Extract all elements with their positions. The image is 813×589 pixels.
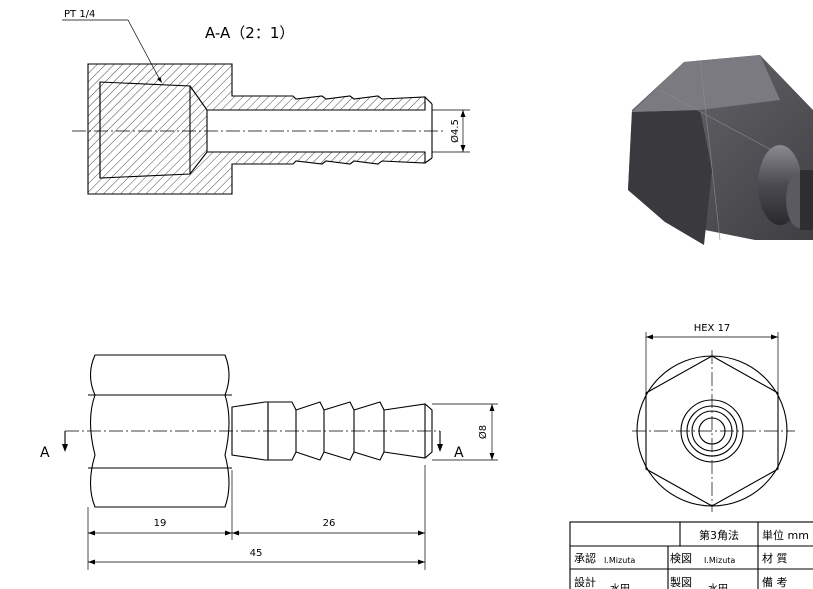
front-view: A A Ø8 19 26 45 — [40, 354, 498, 570]
approved-label: 承認 — [574, 551, 596, 565]
inner-diameter-label: Ø4.5 — [449, 119, 461, 143]
render-grid-line — [699, 59, 721, 241]
dim-arrows — [489, 404, 495, 460]
barb-tip — [383, 403, 433, 459]
render-hex-side — [628, 110, 712, 245]
design-label: 設計 — [574, 575, 596, 589]
render-hex-top — [632, 55, 780, 112]
thread-leader-line — [127, 19, 161, 81]
outer-diameter-label: Ø8 — [477, 425, 489, 439]
section-view: Ø4.5 PT 1/4 A-A（2：1） — [62, 9, 470, 195]
render-barb-shaft — [800, 170, 813, 230]
hex-label: HEX 17 — [694, 323, 731, 334]
title-block-frame — [569, 521, 813, 589]
drawn-label: 製図 — [670, 575, 692, 589]
checked-label: 検図 — [670, 551, 692, 565]
projection-label: 第3角法 — [699, 528, 739, 542]
end-view: HEX 17 — [632, 323, 795, 512]
leader-arrow — [157, 77, 162, 83]
drawn-name: 水田 — [708, 583, 728, 589]
section-arrowhead-left — [62, 444, 68, 452]
title-block: 第3角法 単位 mm 承認 I.Mizuta 検図 I.Mizuta 材 質 設… — [569, 521, 813, 589]
dim-hex-length: 19 — [154, 518, 167, 529]
material-label: 材 質 — [762, 551, 788, 565]
dim-total-length: 45 — [250, 548, 263, 559]
section-marker-right: A — [454, 445, 464, 461]
thread-note: PT 1/4 — [64, 9, 95, 20]
approved-name: I.Mizuta — [604, 556, 635, 565]
section-hatched-body — [87, 63, 426, 195]
isometric-render — [628, 55, 813, 245]
remarks-label: 備 考 — [762, 576, 788, 589]
section-title: A-A（2：1） — [205, 24, 294, 42]
dim-barb-length: 26 — [323, 518, 336, 529]
section-arrowhead-right — [437, 444, 443, 452]
render-grid-line — [659, 89, 791, 161]
section-marker-left: A — [40, 445, 50, 461]
bore-chamfer-bottom — [189, 151, 208, 175]
checked-name: I.Mizuta — [704, 556, 735, 565]
bore-chamfer-top — [189, 85, 208, 111]
unit-label: 単位 mm — [762, 528, 809, 542]
tip-chamfer-bottom — [424, 157, 433, 164]
design-name: 水田 — [610, 583, 630, 589]
tip-chamfer-top — [424, 96, 433, 105]
